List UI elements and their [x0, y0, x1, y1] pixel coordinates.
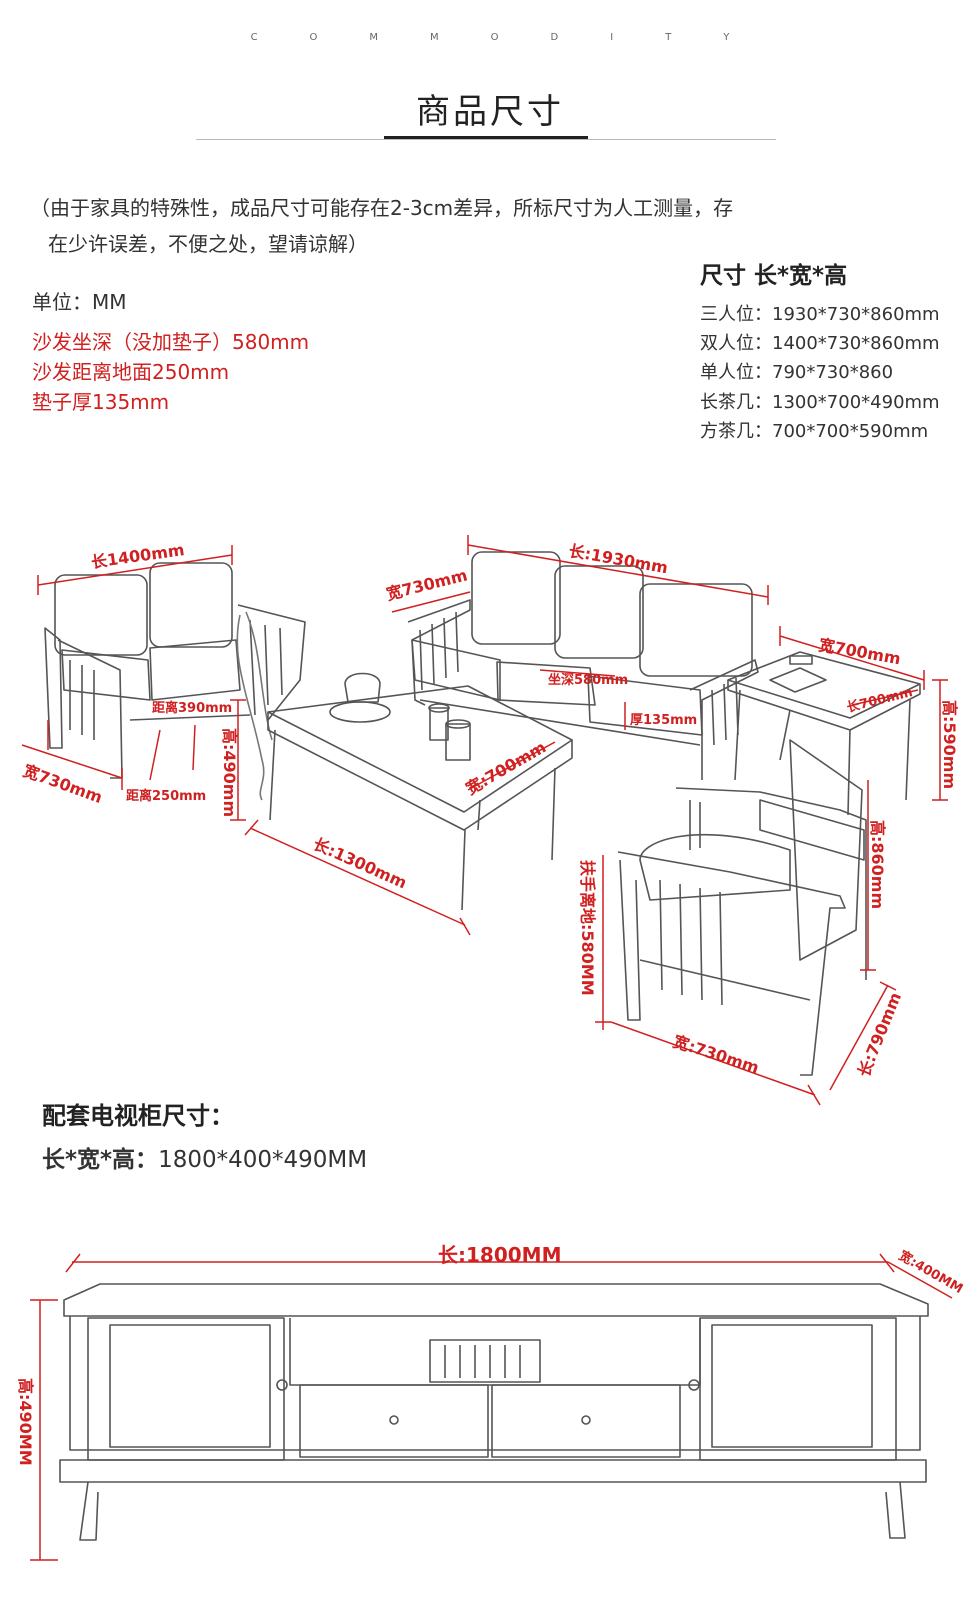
label-tv-height: 高:490MM: [16, 1378, 35, 1466]
label-loveseat-length: 长1400mm: [90, 540, 186, 572]
label-side-height: 高:590mm: [940, 700, 959, 789]
label-chair-width: 宽:730mm: [671, 1032, 762, 1078]
label-coffee-width: 宽:700mm: [463, 737, 550, 798]
label-side-length: 长700mm: [845, 684, 914, 716]
size-row: 三人位：1930*730*860mm: [700, 304, 940, 325]
size-row: 双人位：1400*730*860mm: [700, 333, 940, 354]
title-divider: [196, 139, 776, 140]
disclaimer-line-1: （由于家具的特殊性，成品尺寸可能存在2-3cm差异，所标尺寸为人工测量，存: [30, 196, 734, 220]
coffee-table-drawing: [267, 672, 573, 911]
title-underline: [384, 136, 588, 139]
loveseat-drawing: [44, 562, 306, 779]
label-chair-length: 长:790mm: [854, 990, 905, 1080]
unit-label: 单位：MM: [32, 290, 127, 314]
size-row: 方茶几：700*700*590mm: [700, 421, 929, 442]
side-table-drawing: [727, 651, 921, 816]
highlight-seat-depth: 沙发坐深（没加垫子）580mm: [32, 330, 310, 354]
size-row: 单人位：790*730*860: [700, 362, 894, 383]
label-sofa3-length: 长:1930mm: [567, 541, 669, 577]
tv-cabinet-dimensions: 长*宽*高：1800*400*490MM: [42, 1140, 367, 1174]
label-loveseat-dist250: 距离250mm: [126, 788, 206, 804]
label-coffee-length: 长:1300mm: [310, 834, 409, 892]
label-tv-length: 长:1800MM: [438, 1243, 561, 1267]
label-sofa3-depth: 坐深580mm: [548, 672, 628, 688]
disclaimer-line-2: 在少许误差，不便之处，望请谅解）: [48, 232, 368, 256]
three-seat-sofa-drawing: [407, 551, 759, 780]
label-side-width: 宽700mm: [817, 635, 902, 668]
highlight-cushion-thickness: 垫子厚135mm: [32, 390, 170, 414]
section-eyebrow: COMMODITY: [250, 32, 782, 43]
page-title: 商品尺寸: [416, 92, 564, 132]
tv-cabinet-title: 配套电视柜尺寸：: [42, 1102, 234, 1130]
label-chair-height: 高:860mm: [868, 820, 887, 909]
size-row: 长茶几：1300*700*490mm: [700, 392, 940, 413]
sizes-title: 尺寸 长*宽*高: [700, 263, 848, 289]
tv-cabinet-drawing: [59, 1283, 929, 1541]
label-loveseat-dist390: 距离390mm: [152, 700, 232, 716]
disclaimer-note: （由于家具的特殊性，成品尺寸可能存在2-3cm差异，所标尺寸为人工测量，存 在少…: [30, 190, 870, 262]
armchair-drawing: [617, 739, 867, 1076]
label-sofa3-width: 宽730mm: [384, 565, 469, 603]
tv-dims-value: 1800*400*490MM: [158, 1147, 368, 1173]
label-coffee-height: 高:490mm: [220, 728, 239, 817]
label-chair-armrest: 扶手离地:580MM: [578, 860, 597, 996]
label-sofa3-cushion: 厚135mm: [630, 712, 697, 728]
tv-dims-label: 长*宽*高：: [42, 1147, 159, 1173]
highlight-ground-distance: 沙发距离地面250mm: [32, 360, 230, 384]
